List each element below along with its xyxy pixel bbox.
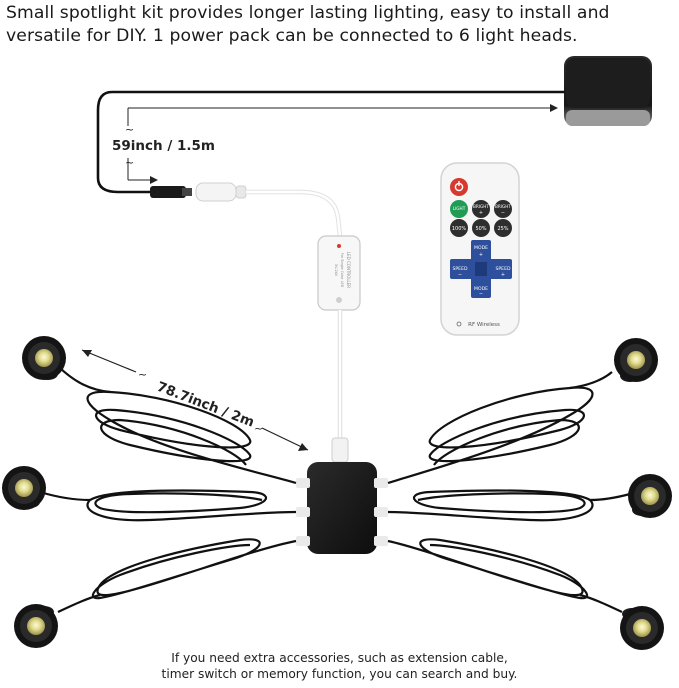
remote-light-button xyxy=(450,200,468,218)
remote-bright-up-button xyxy=(472,200,490,218)
remote-25-text: 25% xyxy=(497,226,508,232)
dc-plug xyxy=(150,186,186,198)
white-dc-connector xyxy=(195,182,247,202)
white-plug-to-hub xyxy=(331,437,349,463)
remote-mode-down-text: MODE xyxy=(474,286,488,292)
headline-line-2: versatile for DIY. 1 power pack can be c… xyxy=(6,26,578,46)
remote-brand-label: RF Wireless xyxy=(468,322,500,328)
left-coils xyxy=(39,367,297,613)
led-controller: LED CONTROLLER For Single Color LED 5V-2… xyxy=(317,235,361,311)
right-coils xyxy=(387,371,631,613)
svg-text:+: + xyxy=(479,210,483,216)
power-cable xyxy=(96,90,565,194)
controller-label-3: 5V-24V xyxy=(334,264,338,277)
remote-speed-right-text: SPEED xyxy=(495,266,510,272)
svg-text:~: ~ xyxy=(138,368,147,381)
spotlight-bottom-left xyxy=(14,604,58,648)
remote-50-text: 50% xyxy=(475,226,486,232)
footer-line-1: If you need extra accessories, such as e… xyxy=(171,651,508,665)
spotlight-middle-left xyxy=(2,466,46,510)
remote-25-button xyxy=(494,219,512,237)
controller-label-1: LED CONTROLLER xyxy=(346,252,351,288)
headline: Small spotlight kit provides longer last… xyxy=(6,2,678,48)
svg-text:+: + xyxy=(501,272,505,278)
footer-line-2: timer switch or memory function, you can… xyxy=(161,667,518,681)
spotlight-bottom-right xyxy=(620,606,664,650)
splitter-hub xyxy=(296,462,388,554)
remote-light-text: LIGHT xyxy=(453,206,466,211)
power-adapter xyxy=(564,56,652,126)
rf-remote: LIGHT BRIGHT + BRIGHT − 100% 50% 25% MOD… xyxy=(440,162,520,336)
svg-text:+: + xyxy=(479,252,483,258)
remote-100-button xyxy=(450,219,468,237)
remote-100-text: 100% xyxy=(452,226,467,232)
controller-label-2: For Single Color LED xyxy=(340,253,344,288)
power-cable-length-label: 59inch / 1.5m xyxy=(112,138,215,154)
remote-power-button xyxy=(450,178,468,196)
headline-line-1: Small spotlight kit provides longer last… xyxy=(6,3,610,23)
svg-text:~: ~ xyxy=(125,123,134,136)
light-cable-length-label: 78.7inch / 2m xyxy=(155,379,257,431)
svg-text:−: − xyxy=(479,291,483,297)
power-cable-dimension: ~ ~ xyxy=(125,104,558,184)
footer-note: If you need extra accessories, such as e… xyxy=(0,650,679,682)
svg-text:~: ~ xyxy=(125,156,134,169)
spotlight-top-left xyxy=(22,336,66,380)
remote-50-button xyxy=(472,219,490,237)
spotlight-top-right xyxy=(614,338,658,382)
light-cable-dimension: ~ ~ xyxy=(81,349,309,451)
remote-speed-left-text: SPEED xyxy=(452,266,467,272)
remote-dpad xyxy=(450,240,512,298)
remote-bright-up-text: BRIGHT xyxy=(473,204,489,209)
svg-text:−: − xyxy=(458,272,462,278)
svg-text:−: − xyxy=(501,210,505,216)
svg-text:~: ~ xyxy=(254,422,263,435)
remote-mode-up-text: MODE xyxy=(474,245,488,251)
remote-bright-down-text: BRIGHT xyxy=(495,204,511,209)
remote-bright-down-button xyxy=(494,200,512,218)
spotlight-middle-right xyxy=(628,474,672,518)
